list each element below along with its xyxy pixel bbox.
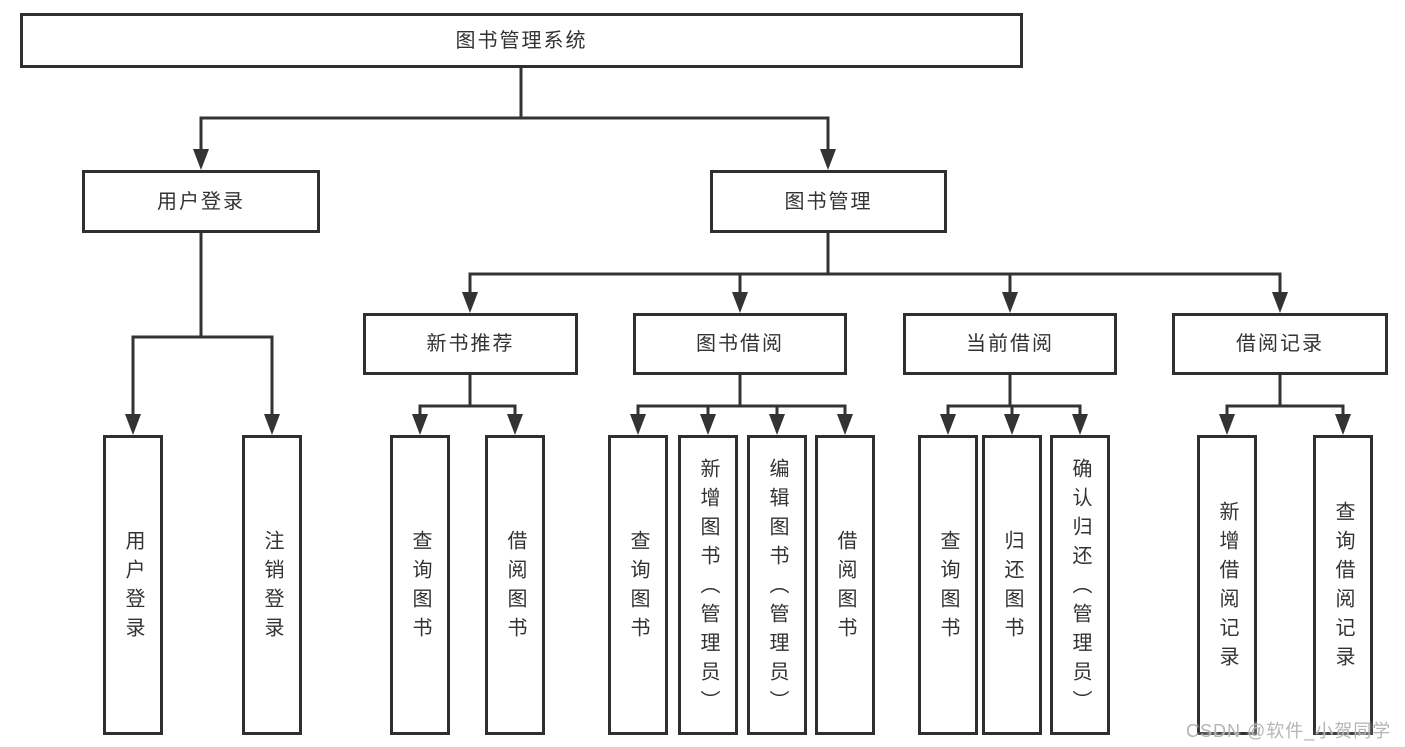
node-logout: 注销登录 <box>242 435 302 735</box>
node-new-book-recommendation: 新书推荐 <box>363 313 578 375</box>
node-query-borrow-record: 查询借阅记录 <box>1313 435 1373 735</box>
node-library-management-system: 图书管理系统 <box>20 13 1023 68</box>
node-add-book-admin: 新增图书（管理员） <box>678 435 738 735</box>
node-query-books-borrowing: 查询图书 <box>608 435 668 735</box>
csdn-watermark: CSDN @软件_小贺同学 <box>1186 721 1392 741</box>
node-book-borrowing: 图书借阅 <box>633 313 847 375</box>
node-edit-book-admin: 编辑图书（管理员） <box>747 435 807 735</box>
node-confirm-return-admin: 确认归还（管理员） <box>1050 435 1110 735</box>
node-book-management: 图书管理 <box>710 170 947 233</box>
node-borrow-books-borrowing: 借阅图书 <box>815 435 875 735</box>
node-borrow-books-recommend: 借阅图书 <box>485 435 545 735</box>
node-query-books-recommend: 查询图书 <box>390 435 450 735</box>
node-borrowing-records: 借阅记录 <box>1172 313 1388 375</box>
node-user-login: 用户登录 <box>103 435 163 735</box>
node-query-books-current: 查询图书 <box>918 435 978 735</box>
node-add-borrow-record: 新增借阅记录 <box>1197 435 1257 735</box>
node-current-borrowing: 当前借阅 <box>903 313 1117 375</box>
node-return-book: 归还图书 <box>982 435 1042 735</box>
node-user-login-group: 用户登录 <box>82 170 320 233</box>
